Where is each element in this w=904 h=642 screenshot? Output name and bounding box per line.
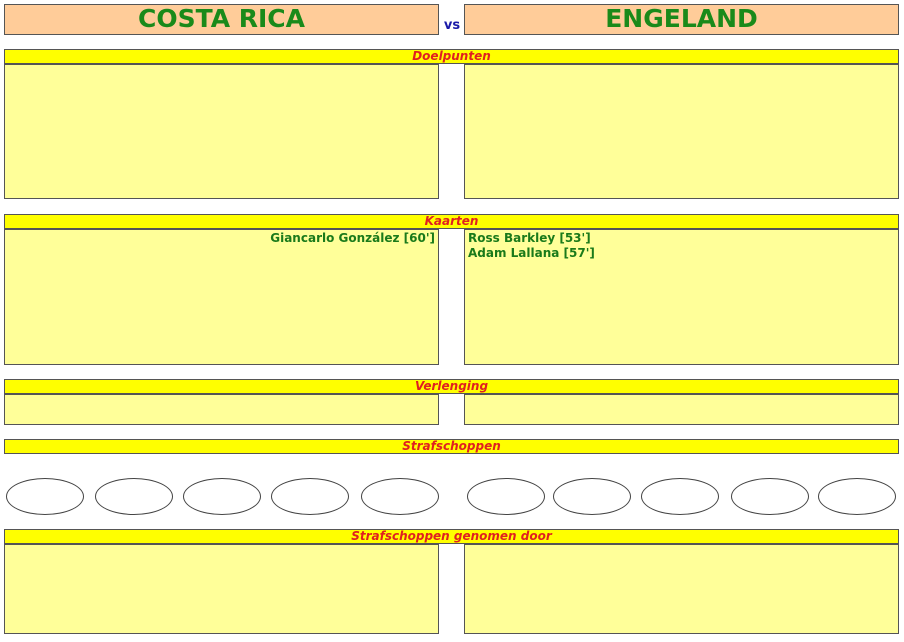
- home-penalty-kick-5: [361, 478, 439, 515]
- home-cards-list: Giancarlo González [60']: [5, 230, 438, 246]
- away-cards-list: Ross Barkley [53']Adam Lallana [57']: [465, 230, 898, 261]
- event-entry: Giancarlo González [60']: [270, 231, 435, 245]
- home-goals-list: [5, 65, 438, 66]
- penalty-takers-section-title: Strafschoppen genomen door: [4, 529, 899, 544]
- away-penalty-takers-list: [465, 545, 898, 546]
- home-penalty-kick-4: [271, 478, 349, 515]
- away-penalty-kick-1: [467, 478, 545, 515]
- cards-section-title: Kaarten: [4, 214, 899, 229]
- away-team-name: ENGELAND: [464, 4, 899, 35]
- home-penalty-kick-1: [6, 478, 84, 515]
- home-goals-panel: [4, 64, 439, 199]
- home-team-name: COSTA RICA: [4, 4, 439, 35]
- home-extra-time-panel: [4, 394, 439, 425]
- home-penalty-kick-3: [183, 478, 261, 515]
- home-penalty-takers-panel: [4, 544, 439, 634]
- away-penalty-takers-panel: [464, 544, 899, 634]
- away-extra-time-panel: [464, 394, 899, 425]
- away-extra-time-list: [465, 395, 898, 396]
- away-goals-panel: [464, 64, 899, 199]
- away-penalty-kick-2: [553, 478, 631, 515]
- penalties-section-title: Strafschoppen: [4, 439, 899, 454]
- extra-time-section-title: Verlenging: [4, 379, 899, 394]
- event-entry: Ross Barkley [53']: [468, 231, 591, 245]
- away-penalty-kick-4: [731, 478, 809, 515]
- away-penalty-kick-5: [818, 478, 896, 515]
- home-penalty-takers-list: [5, 545, 438, 546]
- away-goals-list: [465, 65, 898, 66]
- event-entry: Adam Lallana [57']: [468, 246, 595, 260]
- away-cards-panel: Ross Barkley [53']Adam Lallana [57']: [464, 229, 899, 365]
- goals-section-title: Doelpunten: [4, 49, 899, 64]
- home-extra-time-list: [5, 395, 438, 396]
- vs-label: vs: [443, 18, 461, 33]
- away-penalty-kick-3: [641, 478, 719, 515]
- home-penalty-kick-2: [95, 478, 173, 515]
- home-cards-panel: Giancarlo González [60']: [4, 229, 439, 365]
